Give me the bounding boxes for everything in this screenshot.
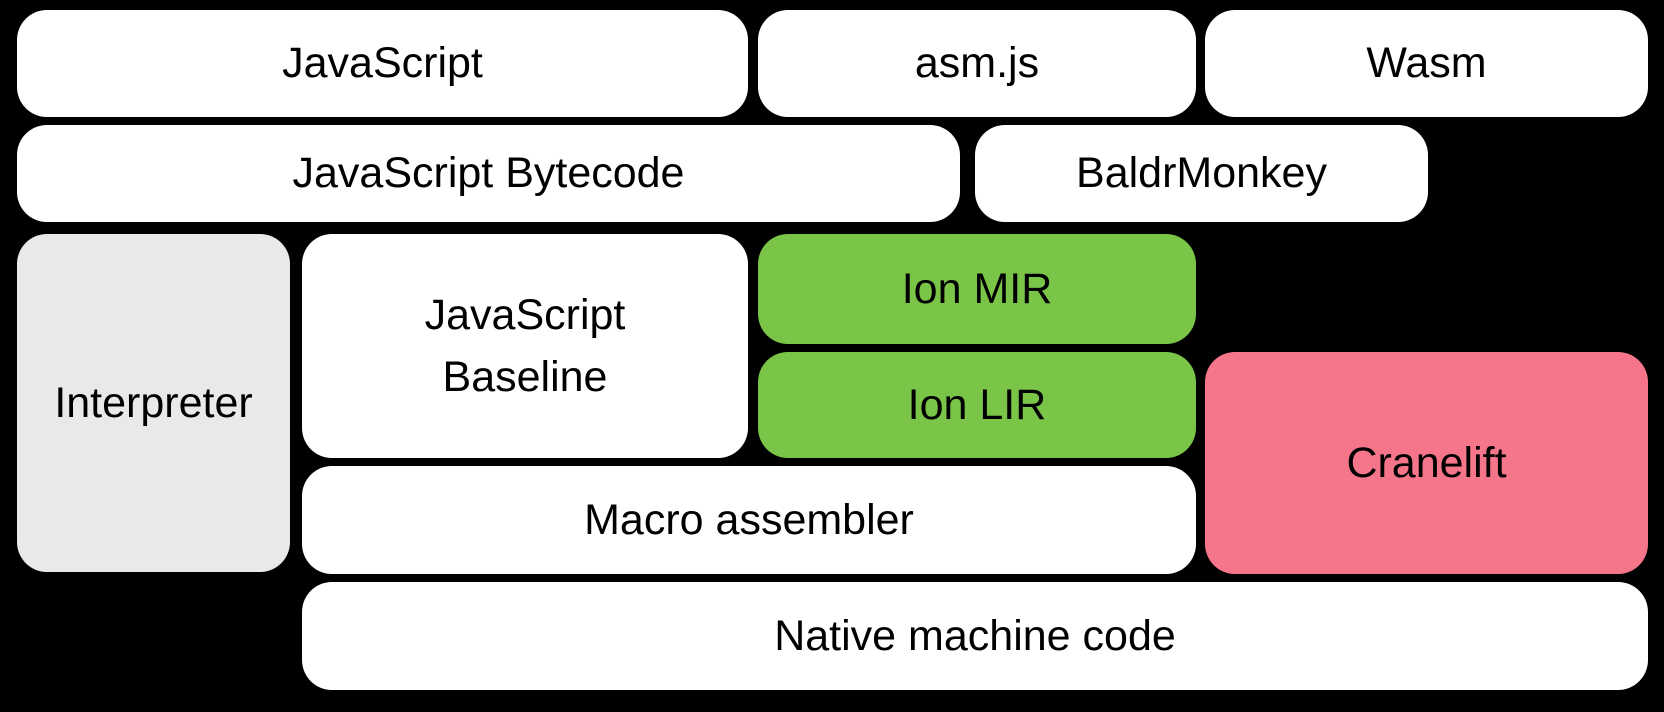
box-javascript-bytecode: JavaScript Bytecode <box>17 125 960 222</box>
box-baldrmonkey: BaldrMonkey <box>975 125 1428 222</box>
box-interpreter: Interpreter <box>17 234 290 572</box>
box-native-machine-code: Native machine code <box>302 582 1648 690</box>
box-javascript: JavaScript <box>17 10 748 117</box>
box-ion-lir: Ion LIR <box>758 352 1196 458</box>
box-wasm: Wasm <box>1205 10 1648 117</box>
box-asmjs: asm.js <box>758 10 1196 117</box>
box-macro-assembler: Macro assembler <box>302 466 1196 574</box>
box-ion-mir: Ion MIR <box>758 234 1196 344</box>
box-cranelift: Cranelift <box>1205 352 1648 574</box>
box-javascript-baseline: JavaScript Baseline <box>302 234 748 458</box>
